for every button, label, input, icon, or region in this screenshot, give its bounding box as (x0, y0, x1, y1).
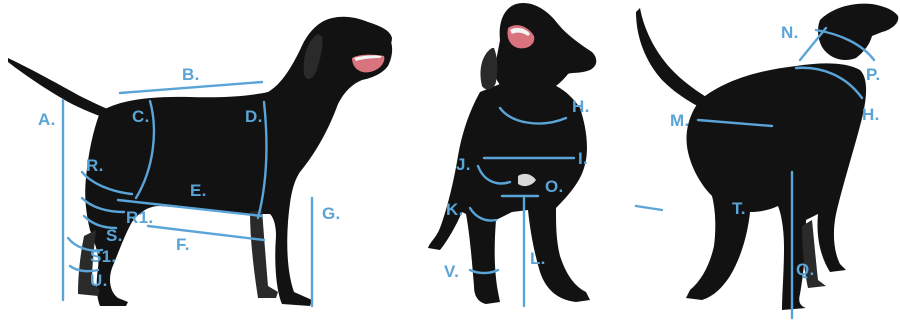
label-j: J. (456, 155, 471, 174)
label-o: O. (545, 177, 564, 196)
label-i: I. (578, 149, 588, 168)
front-puppy-ear-left (480, 48, 497, 89)
label-h-rear: H. (862, 105, 880, 124)
label-v: V. (444, 262, 459, 281)
label-a: A. (38, 110, 56, 129)
front-view-puppy (428, 3, 596, 304)
label-h-front: H. (572, 97, 590, 116)
label-q: Q. (796, 260, 815, 279)
label-e: E. (190, 181, 207, 200)
measure-line-f (148, 226, 264, 240)
label-r1: R1. (126, 208, 153, 227)
side-dog-far-foreleg (250, 210, 278, 298)
label-u: U. (90, 271, 108, 290)
rear-view-dog (636, 4, 898, 310)
rear-dog-body (686, 63, 866, 310)
label-b: B. (182, 65, 200, 84)
rear-dog-head (818, 4, 898, 60)
label-f: F. (176, 235, 190, 254)
side-view-dog (8, 17, 392, 306)
label-g: G. (322, 204, 341, 223)
label-s: S. (106, 226, 123, 245)
label-s1: S1. (90, 247, 116, 266)
label-n: N. (781, 23, 799, 42)
label-r: R. (86, 156, 104, 175)
label-k: K. (446, 200, 464, 219)
label-m: M. (670, 111, 689, 130)
label-t: T. (732, 199, 746, 218)
label-c: C. (132, 107, 150, 126)
label-p: P. (866, 65, 880, 84)
label-l: L. (530, 249, 546, 268)
front-puppy-head (495, 3, 596, 98)
label-d: D. (245, 107, 263, 126)
measure-line-t (636, 206, 662, 210)
